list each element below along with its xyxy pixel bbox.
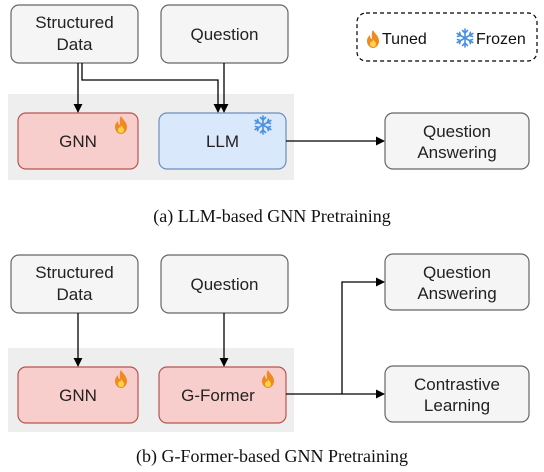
question-label: Question [190, 25, 258, 44]
caption-b: (b) G-Former-based GNN Pretraining [136, 446, 408, 467]
legend-tuned-label: Tuned [382, 31, 427, 48]
llm-label: LLM [206, 132, 239, 151]
question-answering-label-line2: Answering [417, 143, 496, 162]
contrastive-learning-box [384, 365, 530, 423]
structured-data-box [10, 254, 139, 314]
structured-data-label-line2: Data [57, 285, 93, 304]
structured-data-label-line1: Structured [35, 13, 113, 32]
contrastive-learning-label-line1: Contrastive [414, 375, 500, 394]
question-answering-box [384, 253, 530, 311]
question-label: Question [190, 275, 258, 294]
legend: Tuned Frozen [356, 12, 538, 62]
gformer-box [158, 366, 287, 424]
legend-border [356, 12, 538, 62]
gnn-box [17, 112, 139, 170]
structured-data-label-line2: Data [57, 35, 93, 54]
question-answering-label-line2: Answering [417, 284, 496, 303]
contrastive-learning-label-line2: Learning [424, 396, 490, 415]
gnn-box [17, 366, 139, 424]
gnn-label: GNN [59, 386, 97, 405]
structured-data-label-line1: Structured [35, 263, 113, 282]
question-answering-label-line1: Question [423, 263, 491, 282]
gformer-label: G-Former [181, 386, 255, 405]
arrow-structured-data-to-llm [81, 63, 223, 113]
diagram-b: Structured Data Question GNN G-Former Qu… [8, 253, 530, 467]
caption-a: (a) LLM-based GNN Pretraining [153, 206, 390, 227]
legend-frozen-label: Frozen [476, 31, 526, 48]
structured-data-box [10, 4, 139, 64]
question-answering-box [384, 112, 530, 170]
diagram-a: Structured Data Question GNN LLM Questio… [8, 4, 530, 227]
arrow-to-question-answering [341, 277, 385, 394]
gnn-label: GNN [59, 132, 97, 151]
question-answering-label-line1: Question [423, 122, 491, 141]
